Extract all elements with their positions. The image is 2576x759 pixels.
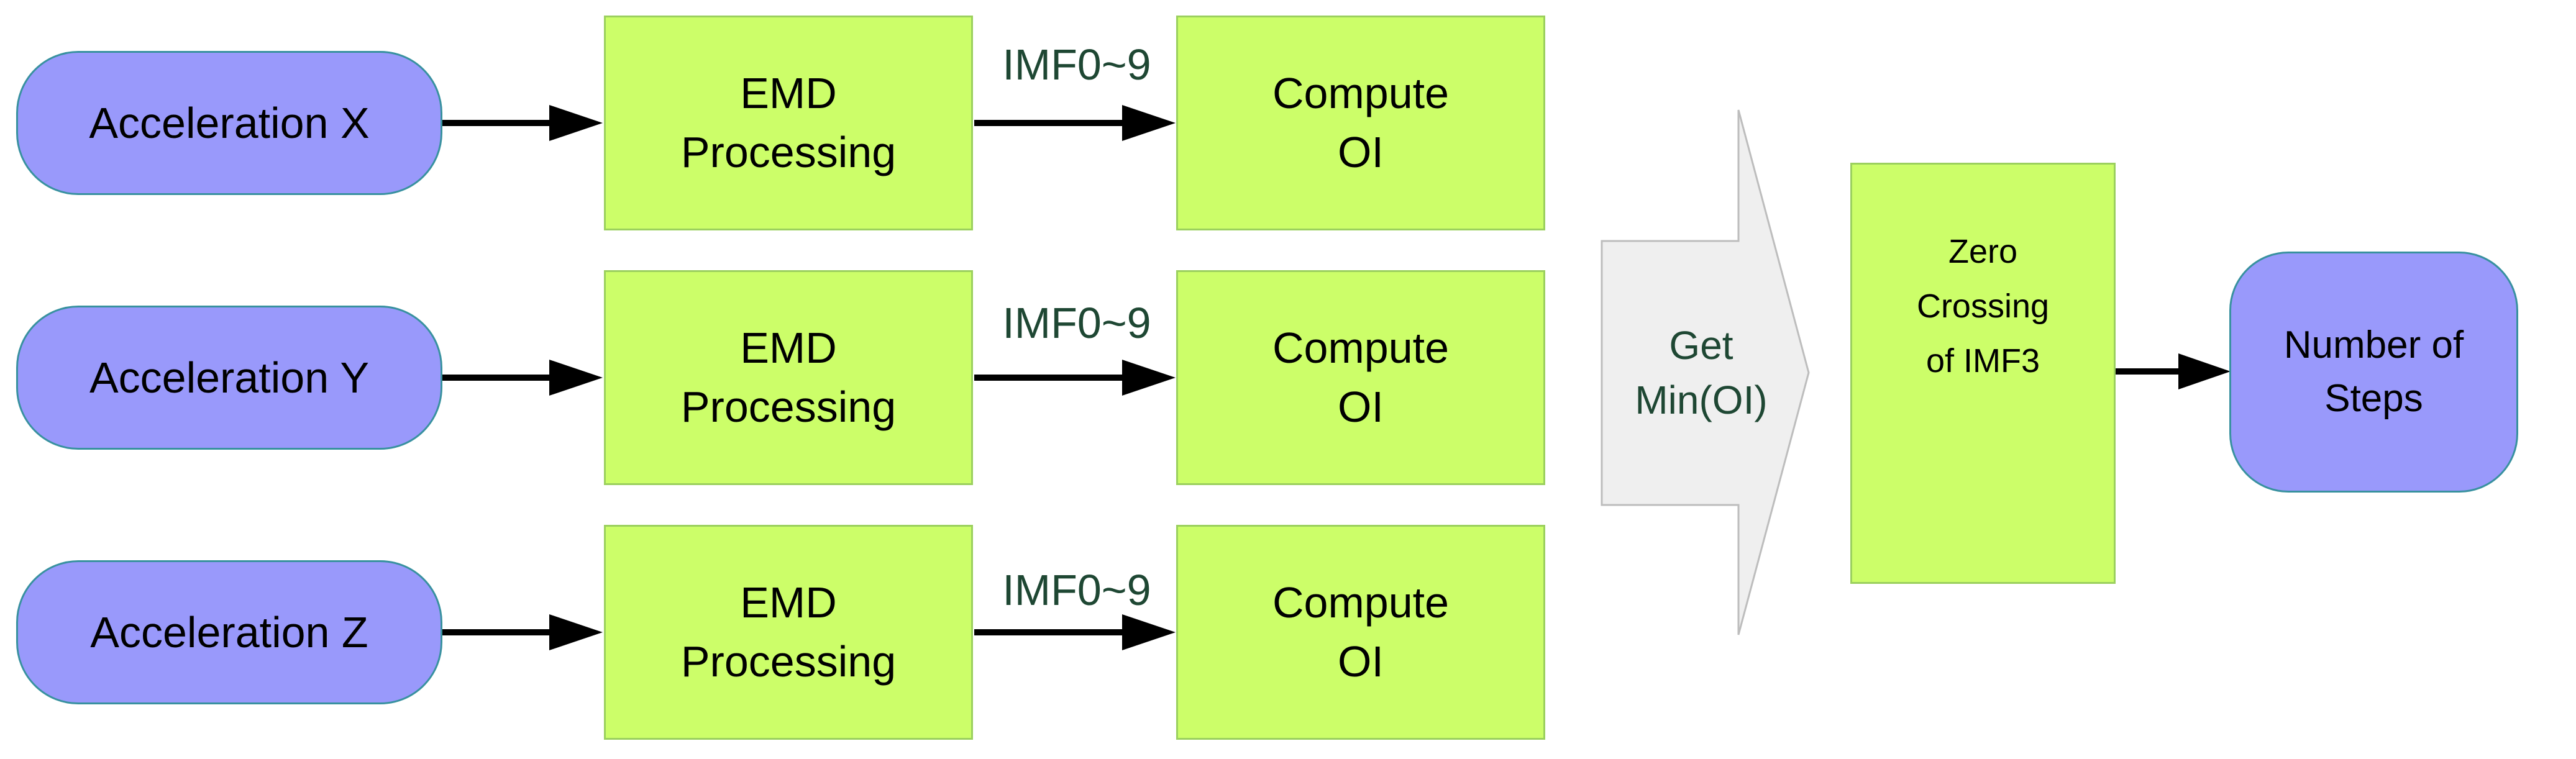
process-node-emd-3: EMD Processing (604, 525, 973, 740)
imf-range-label-1: IMF0~9 (1002, 40, 1151, 89)
process-node-compute-oi-2: Compute OI (1176, 270, 1545, 485)
process-node-emd-2: EMD Processing (604, 270, 973, 485)
connector-arrow-zero-crossing-to-steps (2115, 353, 2231, 389)
process-node-emd-1: EMD Processing (604, 16, 973, 230)
process-node-label: Compute OI (1272, 578, 1450, 686)
process-node-label: EMD Processing (680, 69, 897, 176)
end-node-label: Number of Steps (2283, 324, 2464, 420)
start-node-label: Acceleration Y (89, 353, 370, 402)
process-node-label: Compute OI (1272, 324, 1450, 431)
process-node-compute-oi-1: Compute OI (1176, 16, 1545, 230)
merge-arrow-shape (1601, 109, 1810, 635)
merge-arrow-label: Get Min(OI) (1635, 323, 1768, 422)
process-node-compute-oi-3: Compute OI (1176, 525, 1545, 740)
start-node-acceleration-z: Acceleration Z (16, 560, 442, 704)
connector-arrow-accel-x-to-emd (439, 105, 603, 141)
connector-arrow-accel-z-to-emd (439, 614, 603, 650)
imf-range-label-3: IMF0~9 (1002, 566, 1151, 614)
start-node-acceleration-x: Acceleration X (16, 51, 442, 195)
connector-arrow-emd-to-compute-oi-2 (974, 360, 1176, 396)
process-node-label: Zero Crossing of IMF3 (1916, 233, 2050, 380)
process-node-label: Compute OI (1272, 69, 1450, 176)
connector-arrow-emd-to-compute-oi-1 (974, 105, 1176, 141)
connector-arrow-accel-y-to-emd (439, 360, 603, 396)
start-node-label: Acceleration X (89, 98, 370, 147)
process-node-label: EMD Processing (680, 578, 897, 686)
start-node-label: Acceleration Z (90, 607, 368, 657)
start-node-acceleration-y: Acceleration Y (16, 306, 442, 450)
connector-arrow-emd-to-compute-oi-3 (974, 614, 1176, 650)
imf-range-label-2: IMF0~9 (1002, 299, 1151, 347)
process-node-zero-crossing: Zero Crossing of IMF3 (1850, 163, 2116, 584)
end-node-number-of-steps: Number of Steps (2229, 252, 2518, 493)
process-node-label: EMD Processing (680, 324, 897, 431)
